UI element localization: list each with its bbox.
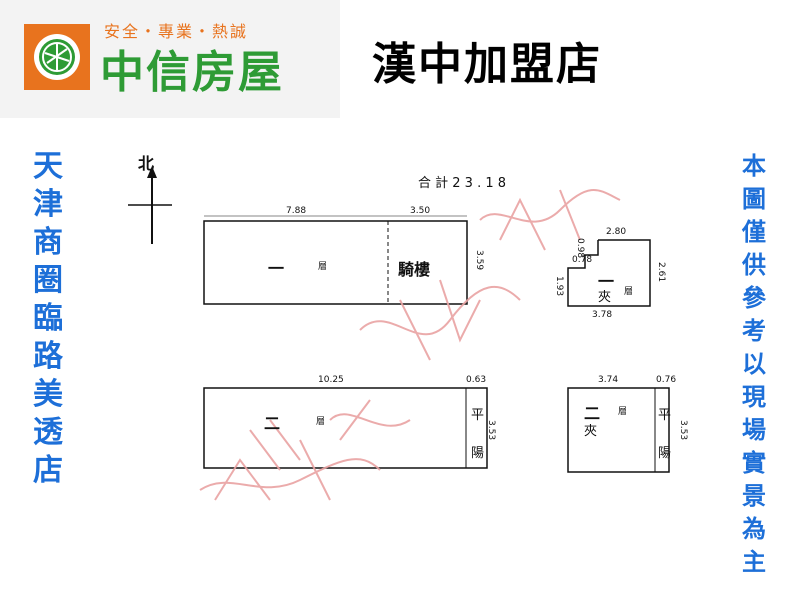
mezz-second-outline [567,387,670,473]
second-floor-outline [203,387,488,469]
first-floor-depth: 3.59 [474,250,484,271]
second-balcony-top: 平 [471,408,485,423]
brand-logo-icon [24,24,90,90]
brand-slogan: 安全・專業・熱誠 [104,22,249,41]
north-arrow-icon [128,166,172,244]
mezz-second-balcony-bottom: 陽 [658,446,672,461]
second-floor-label-suffix: 層 [316,417,326,427]
mezz-second-label: 二 [584,404,601,423]
mezz-first-outline [567,239,651,307]
mezz-second-label-suffix: 層 [618,407,628,417]
second-balcony-bottom: 陽 [471,446,485,461]
globe-icon [39,39,75,75]
first-floor-label-suffix: 層 [318,262,328,272]
mezz-second-balcony-top: 平 [658,408,672,423]
mezz-second-depth: 3.53 [678,420,688,441]
first-floor-width-arcade: 3.50 [410,206,431,216]
first-floor-width-main: 7.88 [286,206,307,216]
mezz-second-width-balcony: 0.76 [656,375,677,385]
brand-name: 中信房屋 [100,47,284,98]
mezz-first-sub-label: 夾 [598,290,612,305]
watermark-stamp-icon [199,189,621,501]
first-floor-label: 一 [268,259,285,278]
mezz-first-label: 一 [598,272,615,291]
second-floor-width-balcony: 0.63 [466,375,487,385]
mezz-second-sub-label: 夾 [584,424,598,439]
store-title: 漢中加盟店 [372,39,602,90]
mezz-first-right-depth: 2.61 [656,262,666,283]
plan-total-area: 合 計 2 3 . 1 8 [418,176,507,191]
second-floor-depth: 3.53 [486,420,496,441]
north-label: 北 [138,154,155,173]
right-vertical-disclaimer: 本圖僅供參考以現場實景為主 [742,152,766,576]
logo-circle [34,34,80,80]
mezz-second-width-main: 3.74 [598,375,619,385]
second-floor-width-main: 10.25 [318,375,344,385]
mezz-first-left-depth: 1.93 [554,276,564,297]
arcade-label: 騎樓 [398,260,431,279]
mezz-first-top-width: 2.80 [606,227,627,237]
first-floor-outline [203,220,468,305]
mezz-first-bottom-width: 3.78 [592,310,613,320]
mezz-first-notch-a: 0.98 [575,238,585,259]
left-vertical-caption: 天津商圈臨路美透店 [33,149,63,488]
mezz-first-label-suffix: 層 [624,287,634,297]
globe-icon-svg [42,42,72,72]
second-floor-label: 二 [264,414,281,433]
mezz-first-notch-b: 0.78 [572,255,593,265]
